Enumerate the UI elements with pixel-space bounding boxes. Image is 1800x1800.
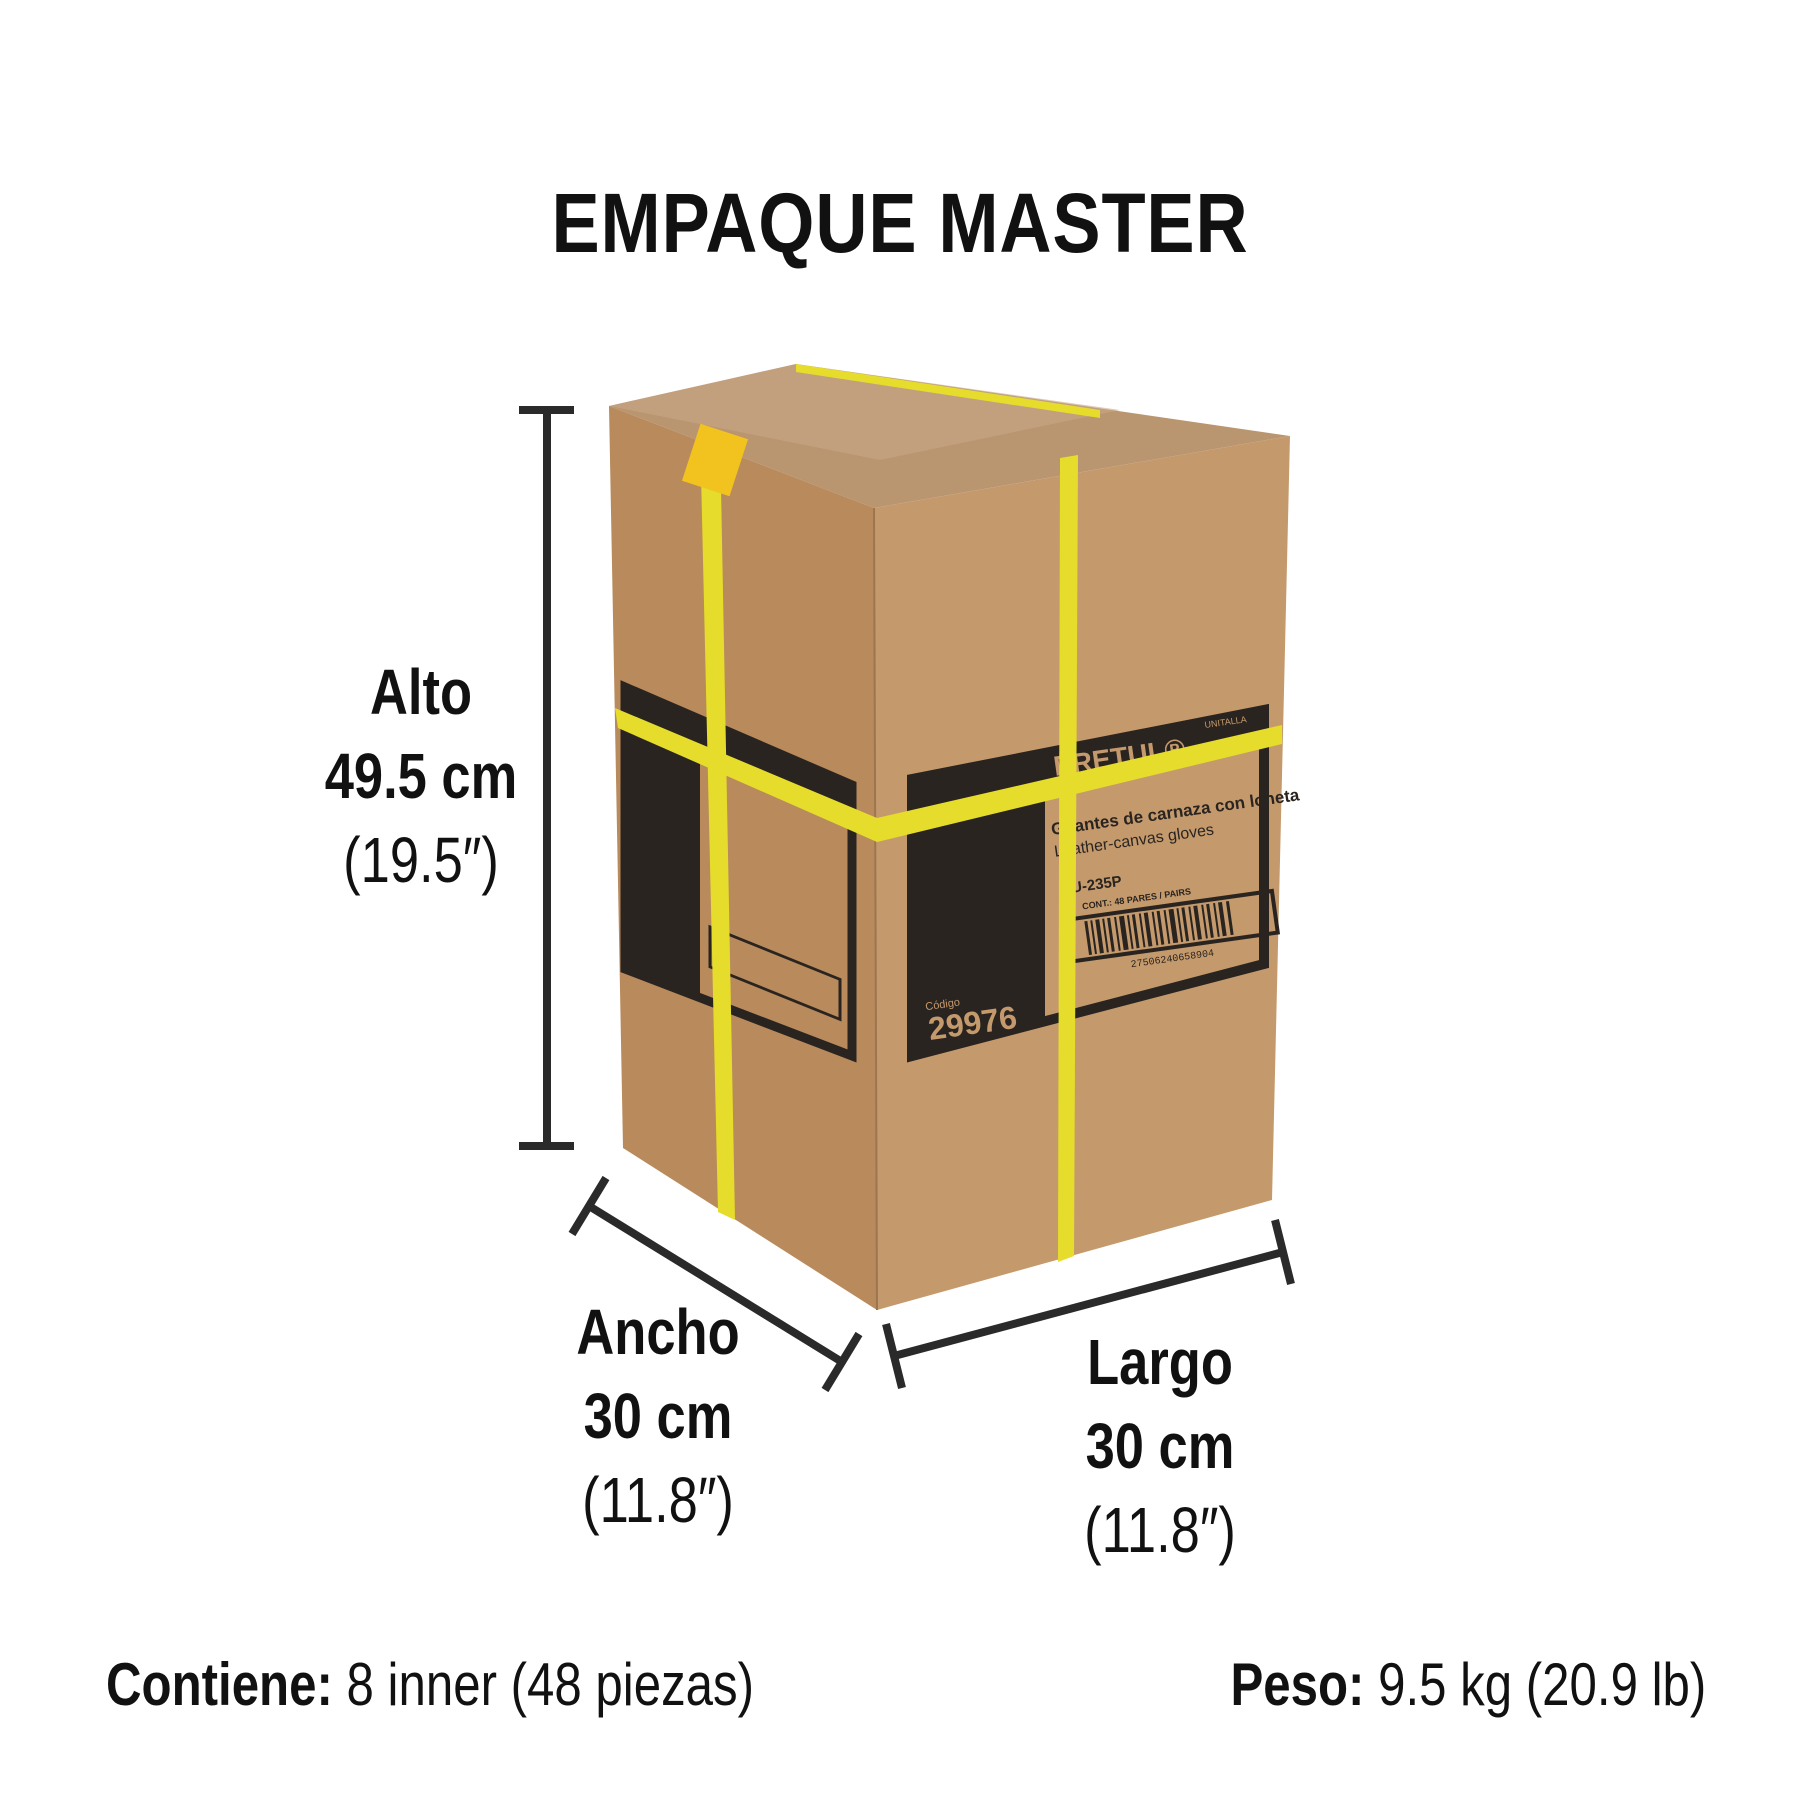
label-code-caption: Código xyxy=(925,997,961,1014)
length-label: Largo 30 cm (11.8″) xyxy=(996,1320,1324,1572)
width-imperial: (11.8″) xyxy=(582,1464,734,1536)
height-label-name: Alto xyxy=(369,656,473,728)
height-metric: 49.5 cm xyxy=(324,740,518,812)
weight-value: 9.5 kg (20.9 lb) xyxy=(1377,1651,1706,1718)
height-dimension-line xyxy=(519,406,574,1150)
width-metric: 30 cm xyxy=(583,1380,733,1452)
weight-info: Peso: 9.5 kg (20.9 lb) xyxy=(1230,1650,1706,1719)
weight-label: Peso: xyxy=(1230,1651,1365,1718)
width-label-name: Ancho xyxy=(576,1296,740,1368)
contents-value: 8 inner (48 piezas) xyxy=(346,1651,755,1718)
length-metric: 30 cm xyxy=(1085,1410,1235,1482)
box-left-face xyxy=(609,406,877,1310)
strap-vertical-left xyxy=(700,430,735,1220)
strap-buckle xyxy=(681,423,749,497)
height-label: Alto 49.5 cm (19.5″) xyxy=(257,650,585,902)
barcode xyxy=(1084,901,1234,956)
box-label-left xyxy=(620,680,857,1063)
contents-info: Contiene: 8 inner (48 piezas) xyxy=(106,1650,754,1719)
length-dimension-line xyxy=(882,1219,1295,1389)
height-imperial: (19.5″) xyxy=(343,824,499,896)
length-imperial: (11.8″) xyxy=(1084,1494,1236,1566)
width-dimension-line xyxy=(568,1175,863,1393)
strap-vertical-right xyxy=(1058,455,1078,1262)
strap-horizontal xyxy=(615,708,1282,842)
page-title: EMPAQUE MASTER xyxy=(551,176,1249,270)
contents-label: Contiene: xyxy=(106,1651,333,1718)
width-label: Ancho 30 cm (11.8″) xyxy=(494,1290,822,1542)
length-label-name: Largo xyxy=(1087,1326,1233,1398)
box-right-face xyxy=(874,436,1290,1310)
